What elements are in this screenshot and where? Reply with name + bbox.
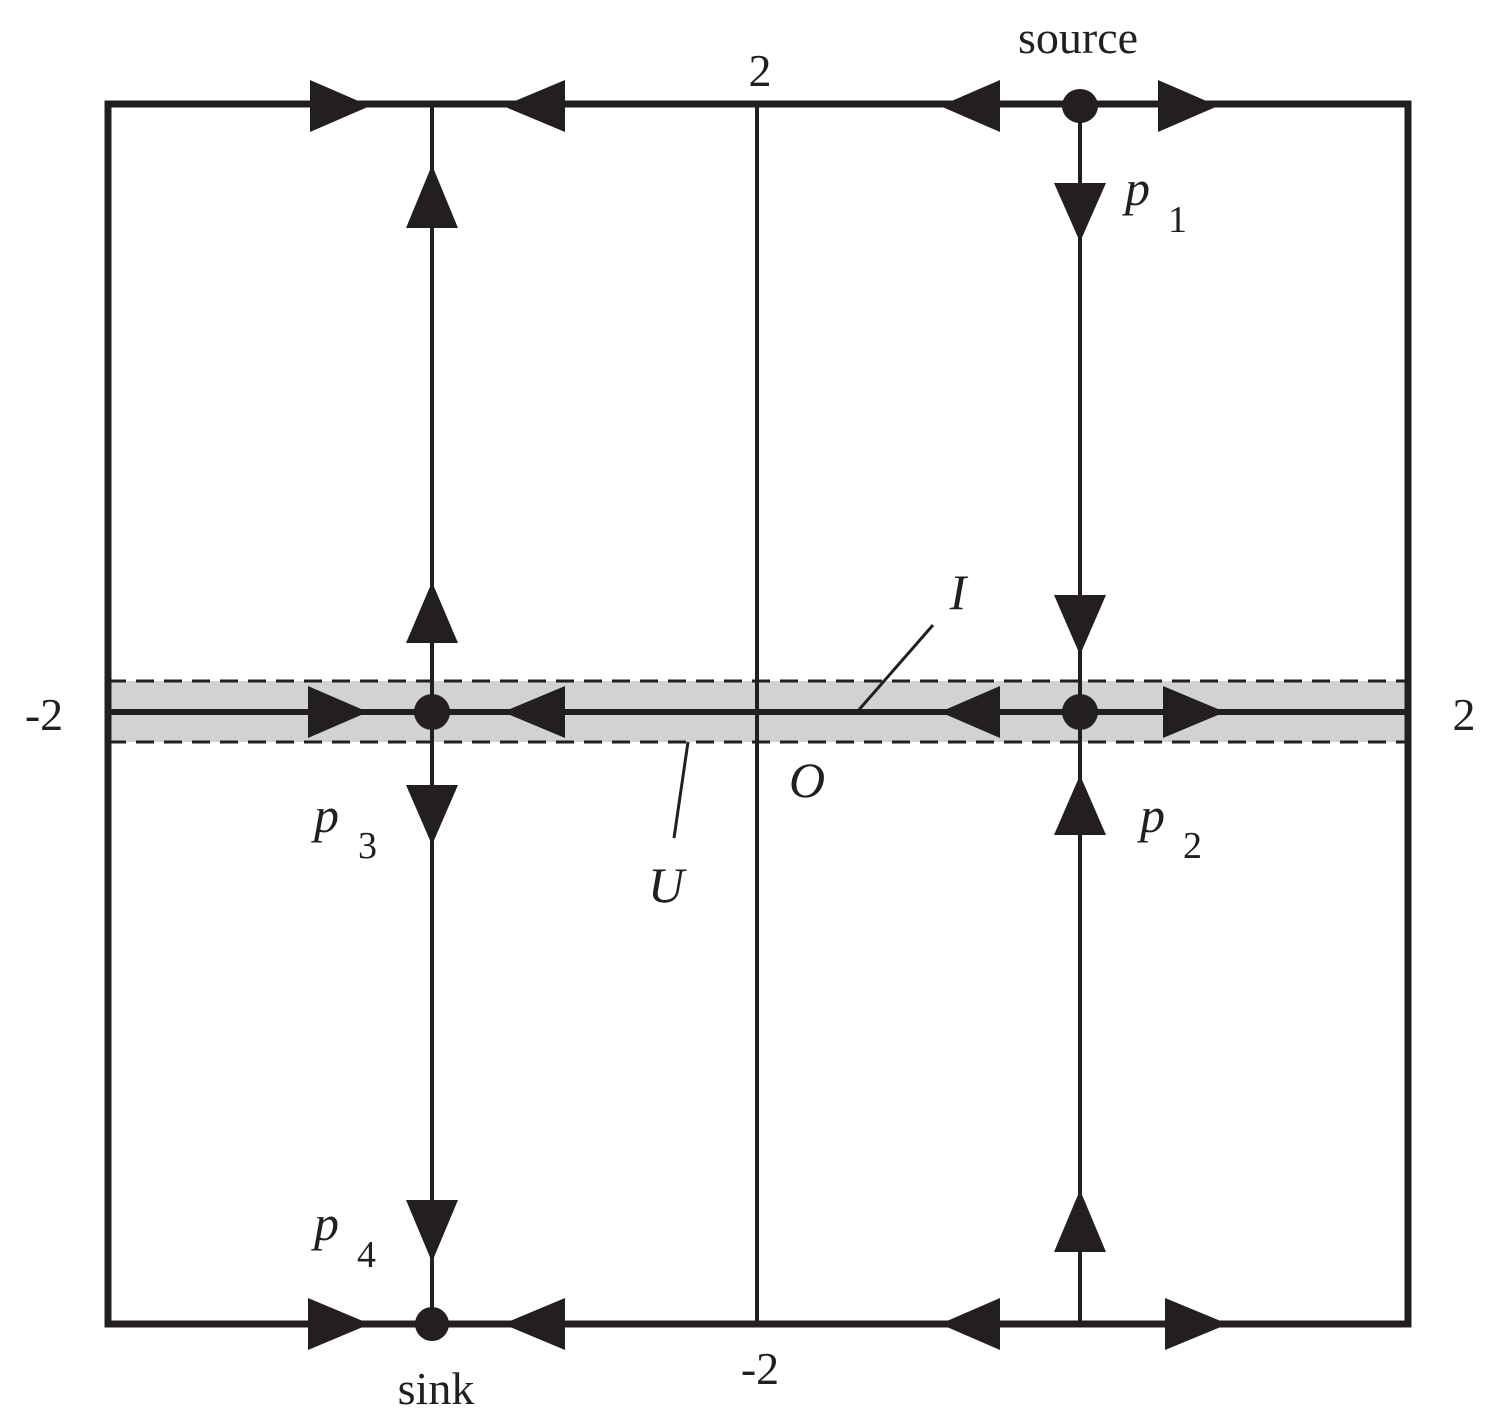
p3-letter: p — [311, 787, 339, 843]
interval-label: I — [949, 564, 969, 620]
p2-letter: p — [1137, 787, 1165, 843]
p3-label: p — [311, 787, 339, 843]
top-edge-arrow-left-1 — [503, 80, 565, 132]
interval-leader-line — [855, 624, 935, 713]
axis-bottom-label: -2 — [741, 1343, 779, 1394]
p1-letter: p — [1122, 160, 1150, 216]
p1-label: p — [1122, 160, 1150, 216]
right-line-arrow-up-1 — [1054, 775, 1106, 835]
axis-arrow-right-1 — [308, 686, 368, 738]
left-line-arrow-up-2 — [406, 582, 458, 643]
axis-arrow-right-2 — [1163, 686, 1225, 738]
bottom-edge-arrow-left-1 — [503, 1298, 565, 1350]
p3-point — [414, 694, 450, 730]
neighborhood-label: U — [648, 857, 687, 913]
axis-left-label: -2 — [25, 689, 63, 740]
p3-subscript: 3 — [358, 825, 377, 867]
bottom-edge-arrow-right-1 — [308, 1298, 370, 1350]
source-label: source — [1018, 12, 1138, 63]
neighborhood-leader-line — [672, 741, 690, 839]
sink-label: sink — [398, 1363, 475, 1414]
p1-subscript: 1 — [1168, 199, 1187, 241]
bottom-edge-arrow-right-2 — [1165, 1298, 1228, 1350]
p4-label: p — [311, 1195, 339, 1251]
right-line-arrow-up-2 — [1054, 1190, 1106, 1252]
axis-right-label: 2 — [1453, 689, 1476, 740]
axis-top-label: 2 — [749, 45, 772, 96]
right-line-arrow-down-1 — [1054, 183, 1106, 242]
p4-letter: p — [311, 1195, 339, 1251]
left-line-arrow-down-2 — [406, 1200, 458, 1262]
top-edge-arrow-right-2 — [1158, 80, 1218, 132]
bottom-edge-arrow-left-2 — [940, 1298, 1000, 1350]
top-edge-arrow-left-2 — [940, 80, 1000, 132]
p4-subscript: 4 — [357, 1234, 376, 1276]
sink-point — [415, 1307, 449, 1341]
left-line-arrow-down-1 — [406, 785, 458, 845]
p2-point — [1062, 694, 1098, 730]
axis-arrow-left-2 — [940, 686, 1000, 738]
right-line-arrow-down-2 — [1054, 595, 1106, 655]
left-line-arrow-up-1 — [406, 165, 458, 228]
top-edge-arrow-right-1 — [310, 80, 370, 132]
source-point — [1062, 89, 1098, 123]
p2-label: p — [1137, 787, 1165, 843]
axis-arrow-left-1 — [503, 686, 565, 738]
origin-label: O — [789, 752, 825, 808]
p2-subscript: 2 — [1183, 825, 1202, 867]
